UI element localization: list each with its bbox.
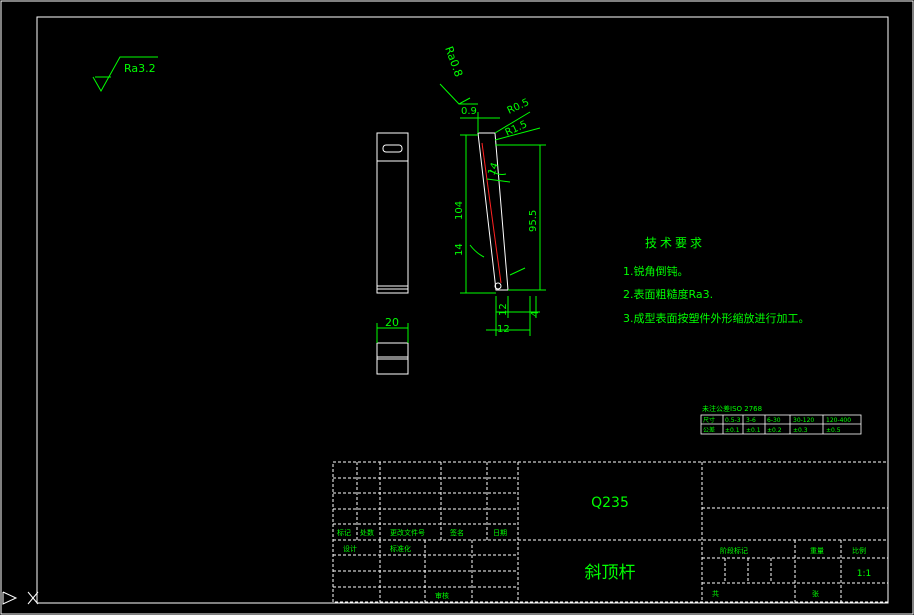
scale-label: 1:1 <box>857 569 871 579</box>
material-label: Q235 <box>591 495 629 511</box>
dim-radius-large: R1.5 <box>504 119 529 139</box>
tb-stage-mark: 阶段标记 <box>720 546 748 555</box>
front-view <box>376 323 409 375</box>
tb-count: 处数 <box>360 528 374 537</box>
tolerance-v2: ±0.2 <box>767 427 782 434</box>
tolerance-v1: ±0.1 <box>746 427 761 434</box>
tolerance-v3: ±0.3 <box>793 427 808 434</box>
dim-top-width: 0.9 <box>461 106 477 117</box>
note-item-2: 2.表面粗糙度Ra3. <box>623 287 713 301</box>
tolerance-h0: 0.5-3 <box>725 417 741 424</box>
surface-tip-label: Ra0.8 <box>442 45 465 79</box>
tolerance-h1: 3-6 <box>746 417 756 424</box>
tolerance-h3: 30-120 <box>793 417 814 424</box>
dim-front-width: 20 <box>385 316 399 329</box>
note-item-1: 1.锐角倒钝。 <box>623 264 689 278</box>
tolerance-v4: ±0.5 <box>826 427 841 434</box>
dim-angle-upper: 14 <box>486 161 501 177</box>
tolerance-header-label: 尺寸 <box>703 416 715 424</box>
tb-page: 张 <box>812 589 819 598</box>
tb-mark: 标记 <box>337 528 351 537</box>
notes-title: 技术要求 <box>645 236 705 250</box>
tb-design: 设计 <box>343 544 357 553</box>
dim-height-left: 104 <box>454 201 465 220</box>
tolerance-table: 未注公差ISO 2768 尺寸 0.5-3 3-6 6-30 30-120 12… <box>700 404 862 435</box>
tb-audit: 审核 <box>435 591 449 600</box>
tb-date: 日期 <box>493 529 507 537</box>
tb-sign: 签名 <box>450 528 464 537</box>
tb-file-no: 更改文件号 <box>390 528 425 537</box>
side-view <box>376 132 409 294</box>
note-item-3: 3.成型表面按塑件外形缩放进行加工。 <box>623 311 810 325</box>
tolerance-row-label: 公差 <box>703 426 715 434</box>
dim-angle-lower: 14 <box>454 243 465 256</box>
tb-weight: 重量 <box>810 547 824 555</box>
dim-bottom-gap: 12 <box>498 303 509 316</box>
tb-sheet: 共 <box>712 589 719 598</box>
surface-roughness-symbol <box>92 56 158 93</box>
part-name-label: 斜顶杆 <box>585 563 636 583</box>
tolerance-h4: 120-400 <box>826 417 851 424</box>
tolerance-caption: 未注公差ISO 2768 <box>702 404 762 413</box>
tolerance-h2: 6-30 <box>767 417 781 424</box>
inner-frame <box>36 16 889 604</box>
title-block: Q235 斜顶杆 1:1 标记 处数 更改文件号 签名 日期 设计 标准化 阶段… <box>332 461 889 603</box>
surface-roughness-label: Ra3.2 <box>124 62 156 75</box>
technical-notes: 技术要求 1.锐角倒钝。 2.表面粗糙度Ra3. 3.成型表面按塑件外形缩放进行… <box>623 236 810 325</box>
dim-bottom-offset: 4 <box>530 311 541 317</box>
inclined-lifter-view <box>439 83 546 336</box>
tb-ratio: 比例 <box>852 546 866 555</box>
tb-standard: 标准化 <box>390 544 411 553</box>
tolerance-v0: ±0.1 <box>725 427 740 434</box>
dim-height-right: 95.5 <box>528 210 539 232</box>
dim-bottom-width: 12 <box>497 324 510 335</box>
ucs-icon <box>2 591 39 605</box>
